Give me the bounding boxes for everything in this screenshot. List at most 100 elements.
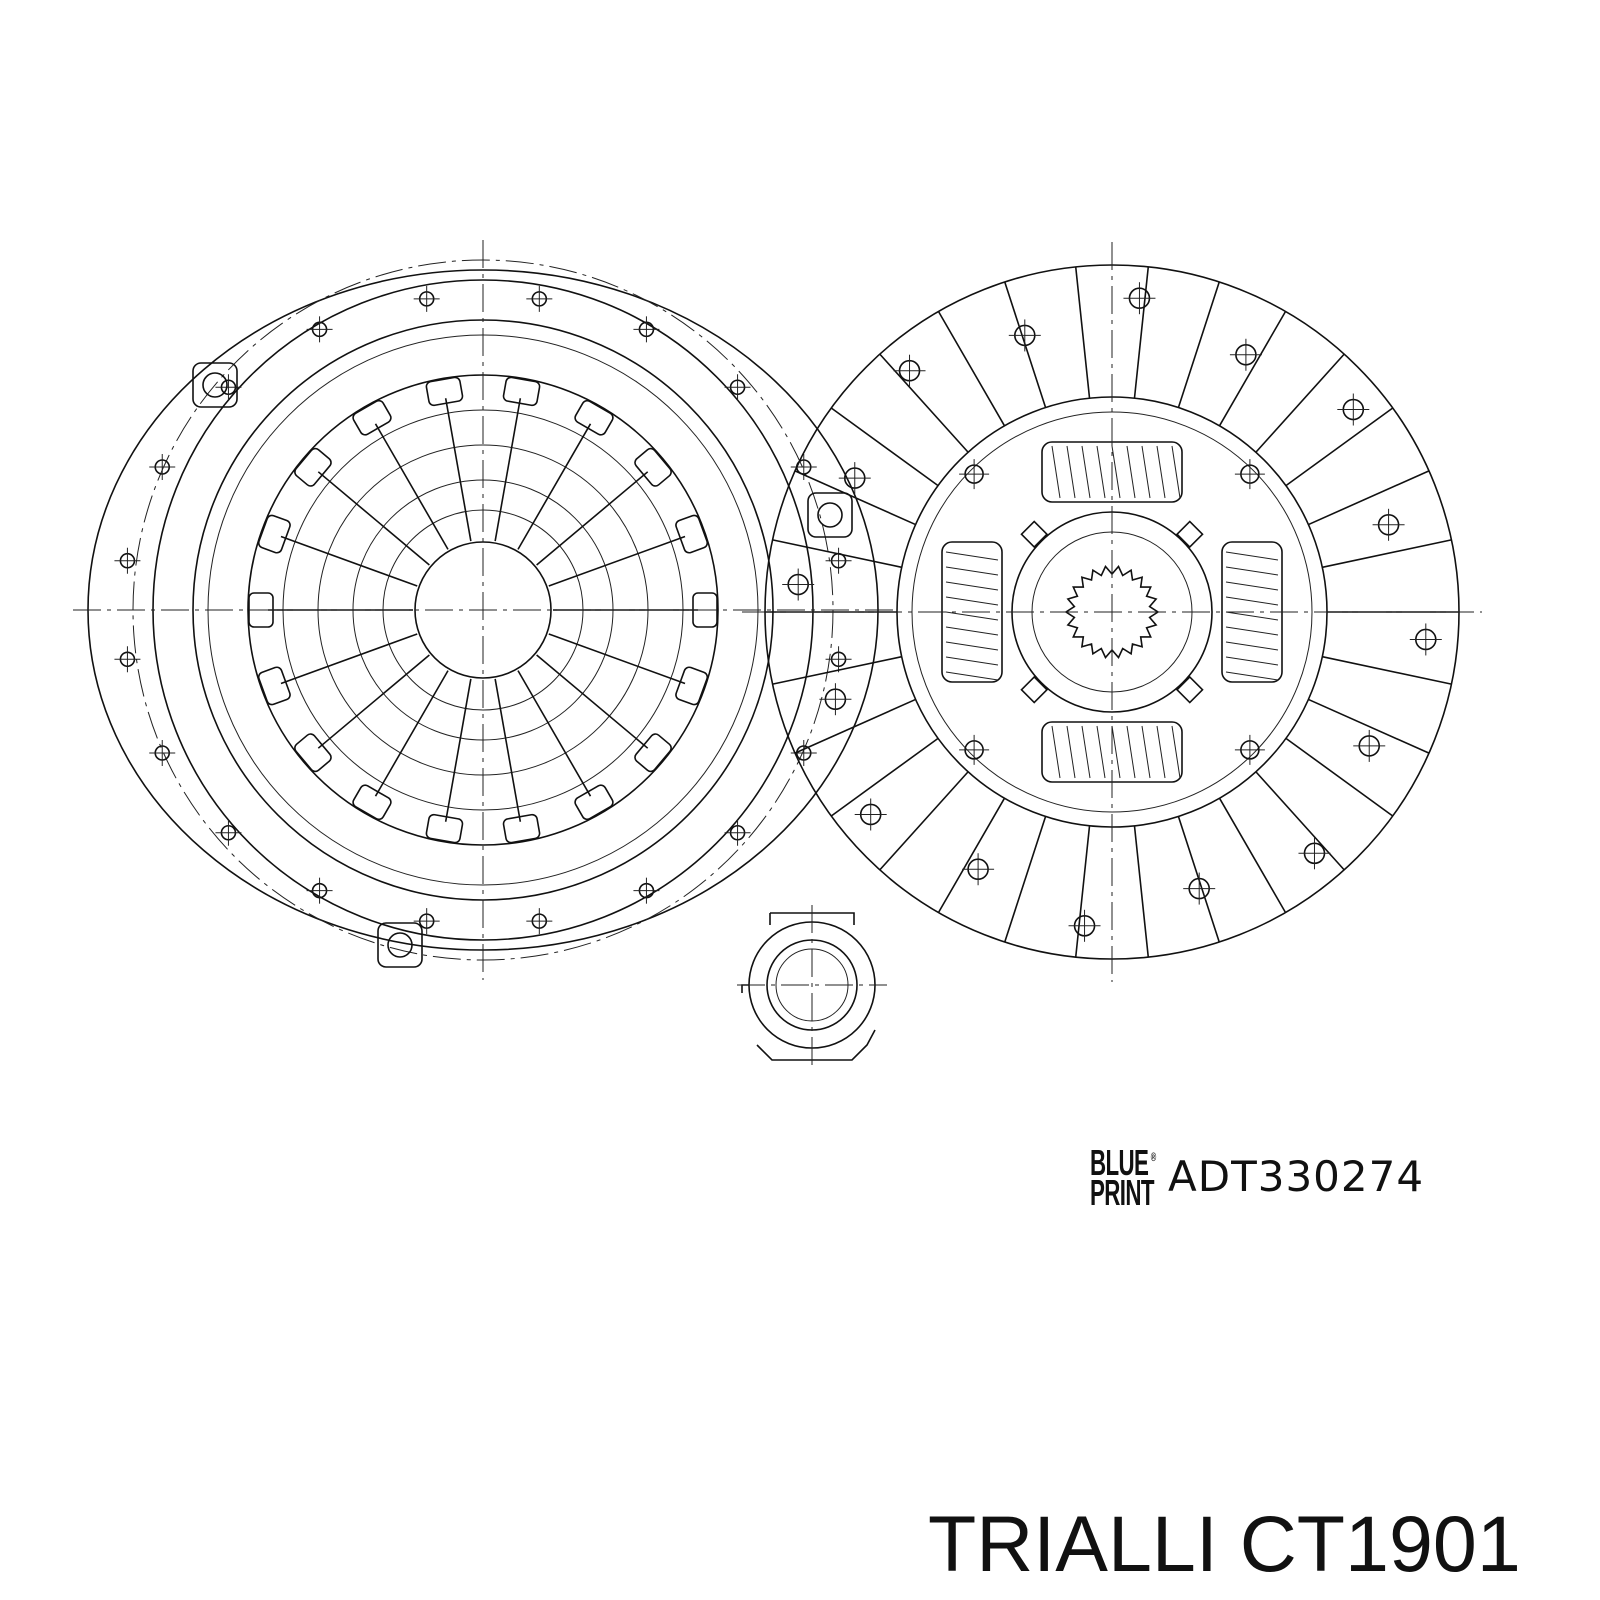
diaphragm-finger — [280, 535, 418, 587]
friction-segment-groove — [830, 407, 939, 487]
spring-coil — [945, 641, 999, 651]
spring-coil — [945, 566, 999, 576]
part-number: ADT330274 — [1168, 1152, 1425, 1201]
spring-coil — [1225, 671, 1279, 681]
bearing-collar — [769, 912, 855, 925]
friction-segment-groove — [1308, 698, 1430, 754]
spring-coil — [1225, 596, 1279, 606]
spring-coil — [945, 596, 999, 606]
spring-coil — [945, 581, 999, 591]
spring-coil — [1156, 725, 1166, 779]
friction-segment-groove — [1177, 281, 1220, 408]
stop-pin — [1175, 675, 1204, 704]
spring-coil — [1225, 656, 1279, 666]
diaphragm-finger — [536, 654, 649, 749]
finger-tab — [425, 376, 464, 407]
finger-tab — [352, 784, 392, 821]
spring-coil — [1081, 725, 1091, 779]
spring-coil — [945, 611, 999, 621]
friction-segment-groove — [1322, 655, 1452, 685]
spring-coil — [1066, 445, 1076, 499]
spring-coil — [1225, 581, 1279, 591]
pressure-plate — [73, 240, 893, 980]
friction-segment-groove — [1255, 771, 1345, 871]
diaphragm-finger — [317, 654, 430, 749]
spring-coil — [1171, 445, 1181, 499]
product-caption: TRIALLI CT1901 — [928, 1499, 1521, 1588]
logo-registered-mark: ® — [1150, 1150, 1157, 1164]
friction-segment-groove — [1322, 539, 1452, 569]
finger-tab — [502, 813, 541, 844]
rivet-nut — [192, 362, 238, 408]
spring-coil — [1126, 725, 1136, 779]
friction-segment-groove — [772, 655, 902, 685]
spring-coil — [1225, 551, 1279, 561]
diaphragm-finger — [548, 535, 686, 587]
diaphragm-finger — [444, 398, 472, 542]
spring-coil — [945, 626, 999, 636]
friction-segment-groove — [1074, 266, 1091, 399]
diaphragm-finger — [517, 423, 592, 550]
spring-coil — [1225, 626, 1279, 636]
spring-coil — [1051, 725, 1061, 779]
friction-segment-groove — [1133, 825, 1150, 958]
finger-tab — [294, 733, 332, 773]
rivet-nut — [377, 922, 423, 968]
finger-tab — [634, 447, 672, 487]
finger-tab — [574, 399, 614, 436]
finger-tab — [574, 784, 614, 821]
friction-segment-groove — [794, 470, 916, 526]
friction-segment-groove — [1218, 797, 1287, 913]
spring-coil — [1141, 725, 1151, 779]
diaphragm-finger — [317, 471, 430, 566]
spring-coil — [1096, 445, 1106, 499]
spring-coil — [1051, 445, 1061, 499]
diaphragm-finger — [444, 678, 472, 822]
diaphragm-finger — [517, 670, 592, 797]
friction-segment-groove — [879, 771, 969, 871]
spring-coil — [1081, 445, 1091, 499]
friction-segment-groove — [937, 311, 1006, 427]
blue-print-logo: BLUE PRINT ® — [1090, 1145, 1156, 1213]
friction-segment-groove — [1285, 407, 1394, 487]
finger-tab — [425, 813, 464, 844]
spring-coil — [1111, 725, 1121, 779]
friction-segment-groove — [1255, 353, 1345, 453]
stop-pin — [1020, 675, 1049, 704]
spring-coil — [1171, 725, 1181, 779]
spring-coil — [945, 671, 999, 681]
spring-coil — [1066, 725, 1076, 779]
spring-coil — [1225, 611, 1279, 621]
diaphragm-finger — [536, 471, 649, 566]
stop-pin — [1175, 520, 1204, 549]
release-bearing — [737, 905, 887, 1065]
finger-tab — [257, 514, 291, 554]
logo-line-2: PRINT — [1090, 1172, 1154, 1213]
finger-tab — [675, 666, 709, 706]
spring-coil — [945, 551, 999, 561]
friction-segment-groove — [937, 797, 1006, 913]
spring-coil — [1225, 566, 1279, 576]
finger-tab — [502, 376, 541, 407]
spring-coil — [1141, 445, 1151, 499]
spring-coil — [1225, 641, 1279, 651]
friction-segment-groove — [772, 539, 902, 569]
spring-coil — [1156, 445, 1166, 499]
diaphragm-finger — [494, 678, 522, 822]
diaphragm-finger — [548, 633, 686, 685]
rivet-nut-hole — [202, 372, 228, 398]
spring-coil — [1096, 725, 1106, 779]
clutch-disc — [742, 242, 1482, 982]
rivet-nut-hole — [817, 502, 843, 528]
friction-segment-groove — [1285, 737, 1394, 817]
spring-coil — [1126, 445, 1136, 499]
diaphragm-finger — [280, 633, 418, 685]
finger-tab — [634, 733, 672, 773]
finger-tab — [352, 399, 392, 436]
diaphragm-finger — [374, 423, 449, 550]
diaphragm-finger — [374, 670, 449, 797]
finger-tab — [294, 447, 332, 487]
friction-segment-groove — [830, 737, 939, 817]
